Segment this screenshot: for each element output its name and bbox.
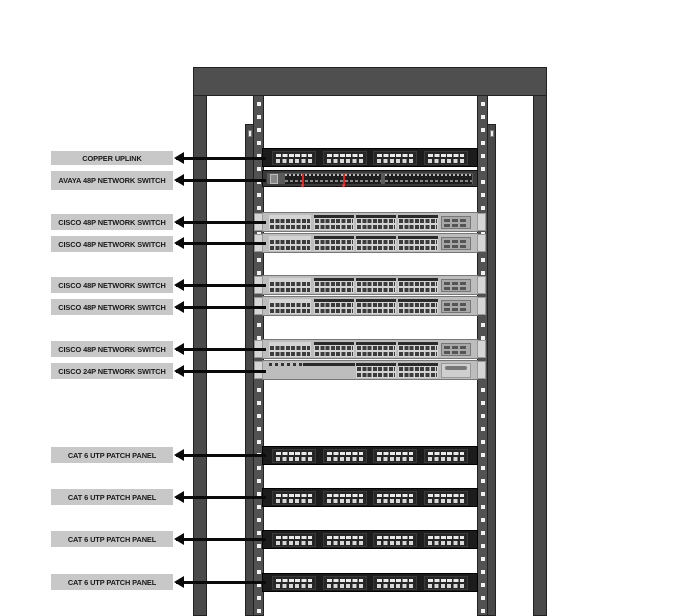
port-block bbox=[423, 448, 468, 463]
cisco-24p-switch bbox=[254, 360, 486, 380]
copper-uplink-patch-panel bbox=[262, 148, 478, 167]
cat6-patch-panel-3 bbox=[262, 530, 478, 549]
arrow-left-icon bbox=[174, 279, 266, 291]
port-block bbox=[373, 575, 418, 590]
cat6-patch-panel-1 bbox=[262, 446, 478, 465]
port-block bbox=[373, 448, 418, 463]
rack-right-outer-bracket bbox=[487, 124, 496, 616]
port-block bbox=[423, 150, 468, 165]
cisco-48p-switch-5 bbox=[254, 339, 486, 359]
arrow-left-icon bbox=[174, 576, 266, 588]
label-cat6-patch-panel-4: CAT 6 UTP PATCH PANEL bbox=[51, 574, 173, 590]
console-port-icon bbox=[270, 174, 278, 184]
port-block bbox=[373, 532, 418, 547]
cisco-48p-switch-4 bbox=[254, 296, 486, 316]
arrow-left-icon bbox=[174, 365, 266, 377]
label-copper-uplink: COPPER UPLINK bbox=[51, 151, 173, 165]
label-cat6-patch-panel-1: CAT 6 UTP PATCH PANEL bbox=[51, 447, 173, 463]
label-cisco-48p-switch-3: CISCO 48P NETWORK SWITCH bbox=[51, 277, 173, 293]
port-block bbox=[423, 490, 468, 505]
port-block bbox=[322, 532, 367, 547]
arrow-left-icon bbox=[174, 533, 266, 545]
rack-top-bar bbox=[193, 67, 547, 96]
arrow-left-icon bbox=[174, 449, 266, 461]
port-block bbox=[322, 490, 367, 505]
cable-marker-red bbox=[342, 173, 345, 187]
label-cisco-48p-switch-5: CISCO 48P NETWORK SWITCH bbox=[51, 341, 173, 357]
label-cisco-48p-switch-1: CISCO 48P NETWORK SWITCH bbox=[51, 214, 173, 230]
port-block bbox=[272, 150, 317, 165]
arrow-left-icon bbox=[174, 491, 266, 503]
arrow-left-icon bbox=[174, 152, 266, 164]
port-block bbox=[272, 490, 317, 505]
label-cat6-patch-panel-3: CAT 6 UTP PATCH PANEL bbox=[51, 531, 173, 547]
label-cat6-patch-panel-2: CAT 6 UTP PATCH PANEL bbox=[51, 489, 173, 505]
port-block bbox=[322, 575, 367, 590]
arrow-left-icon bbox=[174, 237, 266, 249]
cat6-patch-panel-2 bbox=[262, 488, 478, 507]
label-cisco-48p-switch-2: CISCO 48P NETWORK SWITCH bbox=[51, 236, 173, 252]
rack-right-post bbox=[533, 67, 547, 616]
port-block bbox=[373, 150, 418, 165]
port-block bbox=[322, 448, 367, 463]
port-block bbox=[272, 532, 317, 547]
arrow-left-icon bbox=[174, 343, 266, 355]
arrow-left-icon bbox=[174, 301, 266, 313]
port-block bbox=[272, 575, 317, 590]
cisco-48p-switch-3 bbox=[254, 275, 486, 295]
cisco-48p-switch-1 bbox=[254, 212, 486, 232]
rack-left-post bbox=[193, 67, 207, 616]
arrow-left-icon bbox=[174, 216, 266, 228]
label-cisco-48p-switch-4: CISCO 48P NETWORK SWITCH bbox=[51, 299, 173, 315]
label-avaya-48p-switch: AVAYA 48P NETWORK SWITCH bbox=[51, 171, 173, 190]
port-block bbox=[423, 532, 468, 547]
arrow-left-icon bbox=[174, 174, 266, 186]
port-block bbox=[423, 575, 468, 590]
label-cisco-24p-switch: CISCO 24P NETWORK SWITCH bbox=[51, 363, 173, 379]
port-block bbox=[373, 490, 418, 505]
avaya-48p-switch bbox=[262, 170, 478, 187]
port-block bbox=[272, 448, 317, 463]
cat6-patch-panel-4 bbox=[262, 573, 478, 592]
port-block bbox=[322, 150, 367, 165]
cisco-48p-switch-2 bbox=[254, 233, 486, 253]
cable-marker-red bbox=[301, 173, 304, 187]
